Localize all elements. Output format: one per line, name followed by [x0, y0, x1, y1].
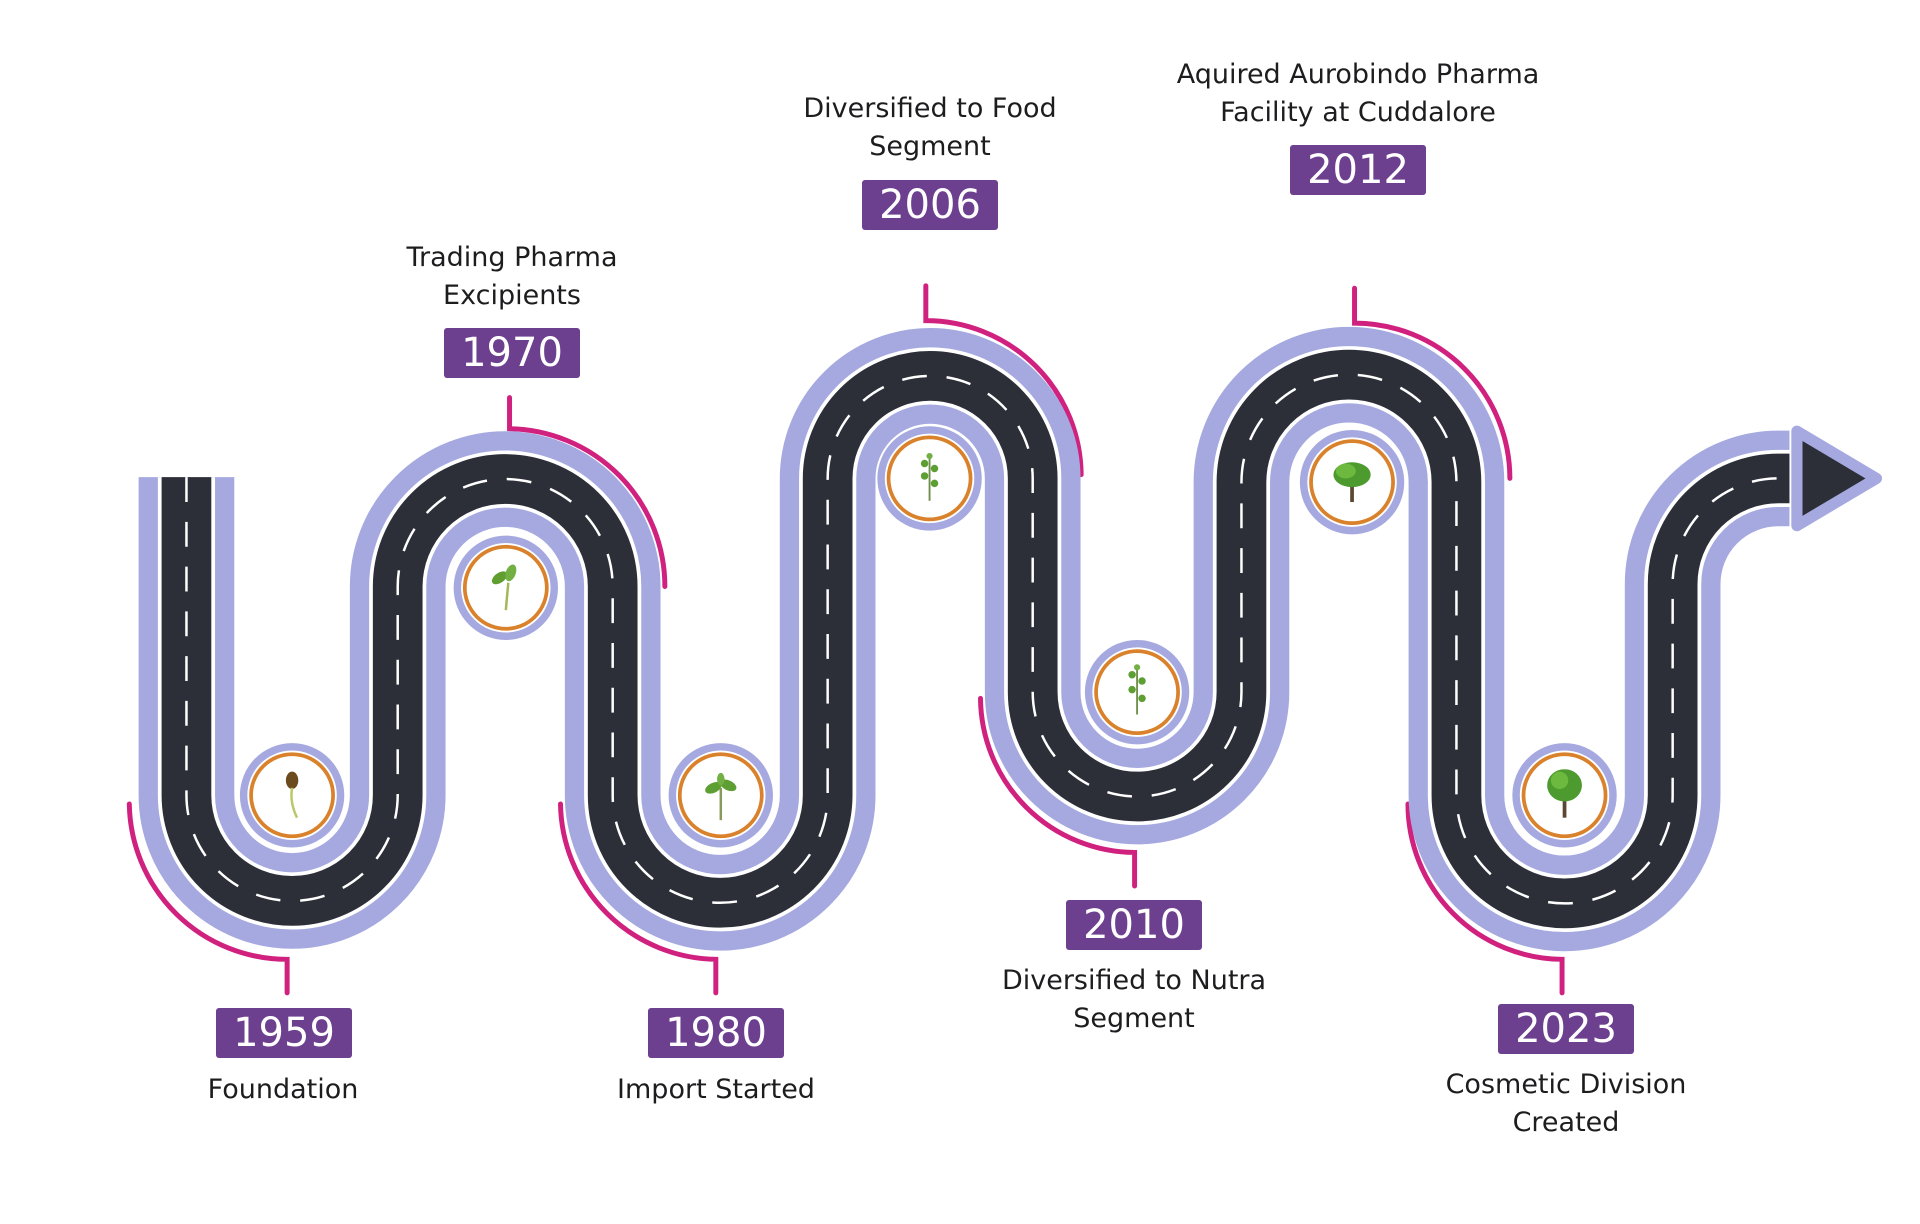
milestone-label-2023: Cosmetic Division Created — [1446, 1066, 1687, 1142]
milestone-label-line: Cosmetic Division — [1445, 1069, 1687, 1100]
year-badge-1959: 1959 — [216, 1008, 352, 1058]
accent-arc-2023 — [1405, 801, 1565, 996]
medallion-2023 — [1510, 741, 1619, 850]
milestone-label-1959: Foundation — [208, 1071, 359, 1109]
accent-arc-1959 — [126, 801, 290, 996]
large-tree-icon — [1547, 769, 1582, 818]
year-badge-1970: 1970 — [444, 328, 580, 378]
milestone-label-2012: Aquired Aurobindo Pharma Facility at Cud… — [1177, 56, 1540, 132]
milestone-label-2010: Diversified to Nutra Segment — [1002, 962, 1266, 1038]
milestone-label-line: Segment — [1073, 1003, 1195, 1034]
year-badge-2010: 2010 — [1066, 900, 1202, 950]
year-badge-1980: 1980 — [648, 1008, 784, 1058]
milestone-label-line: Created — [1512, 1107, 1620, 1138]
milestone-label-line: Facility at Cuddalore — [1220, 97, 1496, 128]
milestone-label-1970: Trading Pharma Excipients — [406, 239, 617, 315]
tree-icon — [1333, 462, 1371, 503]
medallion-2012 — [1297, 428, 1407, 537]
milestone-label-line: Foundation — [207, 1074, 359, 1105]
medallion-1980 — [666, 741, 775, 850]
accent-arc-2010 — [978, 695, 1138, 889]
year-badge-2012: 2012 — [1290, 145, 1426, 195]
accent-arc-1970 — [507, 395, 668, 590]
medallion-1959 — [238, 741, 347, 850]
milestone-label-line: Diversified to Food — [803, 93, 1057, 124]
medallion-2006 — [875, 424, 984, 533]
seedling-icon — [491, 564, 517, 611]
milestone-label-2006: Diversified to Food Segment — [803, 90, 1056, 166]
arrow-head-icon — [1791, 425, 1883, 532]
seed-sprout-icon — [285, 771, 299, 819]
milestone-label-line: Segment — [869, 131, 991, 162]
milestone-label-line: Trading Pharma — [406, 242, 618, 273]
milestone-label-line: Excipients — [443, 280, 581, 311]
accent-arcs — [126, 283, 1565, 996]
year-badge-2023: 2023 — [1498, 1004, 1634, 1054]
milestone-label-line: Diversified to Nutra — [1001, 965, 1267, 996]
accent-arc-2006 — [923, 283, 1084, 478]
accent-arc-1980 — [558, 801, 719, 996]
accent-arc-2012 — [1352, 285, 1513, 481]
year-badge-2006: 2006 — [862, 180, 998, 230]
growing-plant-icon — [1128, 664, 1146, 715]
medallion-2010 — [1083, 638, 1192, 747]
medallion-1970 — [451, 533, 560, 642]
young-plant-icon — [705, 772, 737, 821]
milestone-label-line: Import Started — [617, 1074, 815, 1105]
small-plant-icon — [920, 452, 939, 501]
milestone-label-1980: Import Started — [617, 1071, 815, 1109]
milestone-label-line: Aquired Aurobindo Pharma — [1176, 59, 1540, 90]
